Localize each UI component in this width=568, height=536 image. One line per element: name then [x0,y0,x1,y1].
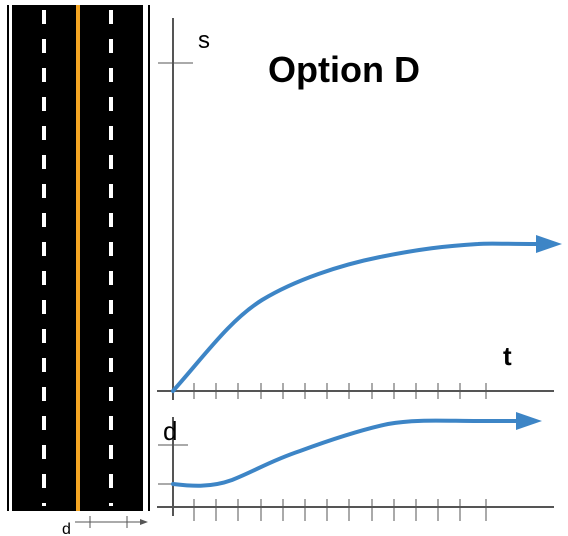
road-d-indicator: d [62,516,148,536]
d-curve [171,418,520,488]
s-curve-arrowhead [536,235,562,253]
s-t-chart: s t [157,18,562,400]
road-d-arrowhead [140,519,148,525]
s-axis-label: s [198,27,210,54]
t-axis-upper-ticks [193,383,487,399]
d-axis-label: d [163,416,177,446]
road-d-label: d [62,521,71,536]
page-title: Option D [268,49,420,90]
t-axis-lower-ticks [193,499,487,521]
d-curve-arrowhead [516,412,542,430]
t-axis-label: t [503,341,512,371]
s-curve [171,241,538,393]
road [7,5,150,511]
d-t-chart: d [157,412,554,521]
